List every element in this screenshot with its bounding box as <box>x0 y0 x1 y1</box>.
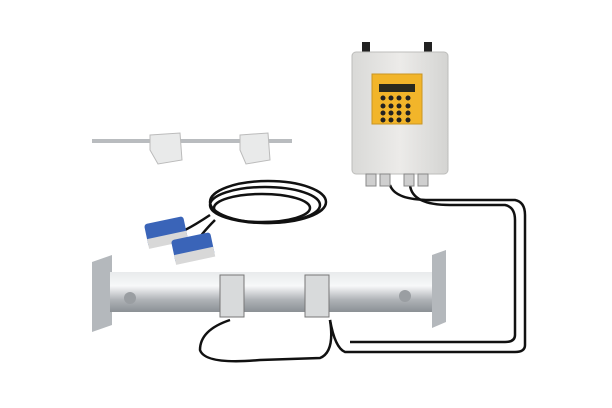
cables <box>184 179 527 363</box>
keypad <box>380 95 411 123</box>
flowmeter-enclosure <box>351 42 449 187</box>
mounting-rail <box>92 132 292 165</box>
display-screen <box>379 84 415 92</box>
pipe-section <box>92 250 446 332</box>
transducers <box>144 216 216 265</box>
